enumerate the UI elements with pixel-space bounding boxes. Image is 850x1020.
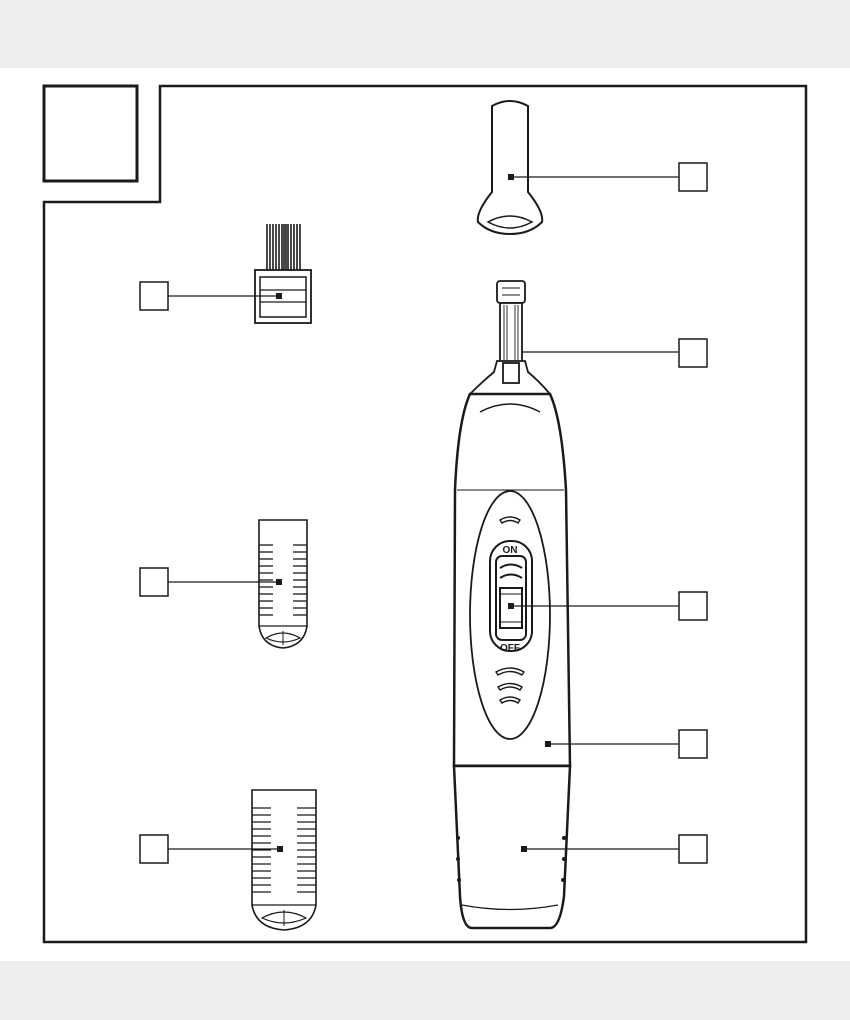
callout-device-body bbox=[545, 729, 708, 759]
figure-number-box bbox=[42, 84, 139, 183]
callout-comb-small bbox=[139, 567, 282, 597]
comb-attachment-large bbox=[251, 789, 317, 931]
figure-frame bbox=[42, 84, 808, 944]
callout-battery-cover bbox=[521, 834, 708, 864]
callout-power-switch bbox=[508, 591, 708, 621]
grip-ridges bbox=[495, 667, 525, 704]
bottom-margin-band bbox=[0, 961, 850, 1020]
callout-comb-large bbox=[139, 834, 283, 864]
comb-attachment-small bbox=[258, 519, 308, 649]
power-switch-assembly: ON OFF bbox=[489, 516, 533, 704]
callout-cutter-head bbox=[522, 338, 708, 368]
switch-on-label: ON bbox=[503, 545, 518, 556]
protective-cap bbox=[476, 100, 544, 236]
cleaning-brush bbox=[254, 224, 312, 324]
callout-cap bbox=[508, 162, 708, 192]
top-margin-band bbox=[0, 0, 850, 68]
switch-off-label: OFF bbox=[500, 643, 520, 654]
callout-brush bbox=[139, 281, 282, 311]
trimmer-head bbox=[467, 280, 552, 395]
battery-compartment bbox=[452, 764, 572, 930]
